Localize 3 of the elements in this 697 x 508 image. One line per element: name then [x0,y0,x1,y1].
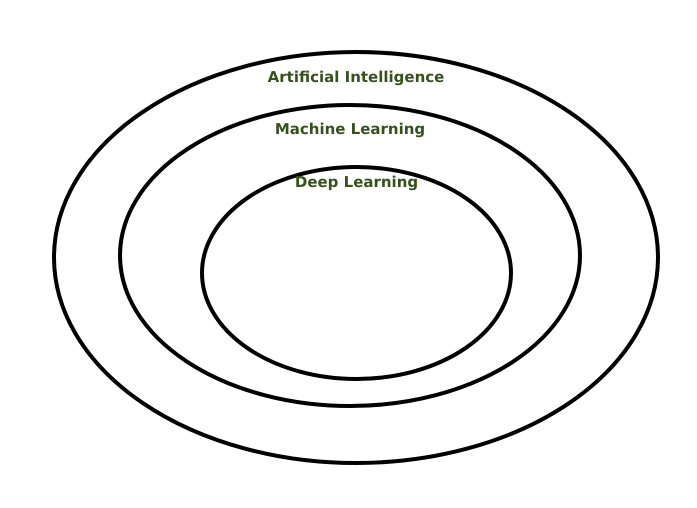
ellipse-label: Artificial Intelligence [268,68,444,86]
ellipse-label: Machine Learning [274,120,426,138]
ellipse-label: Deep Learning [294,173,418,191]
